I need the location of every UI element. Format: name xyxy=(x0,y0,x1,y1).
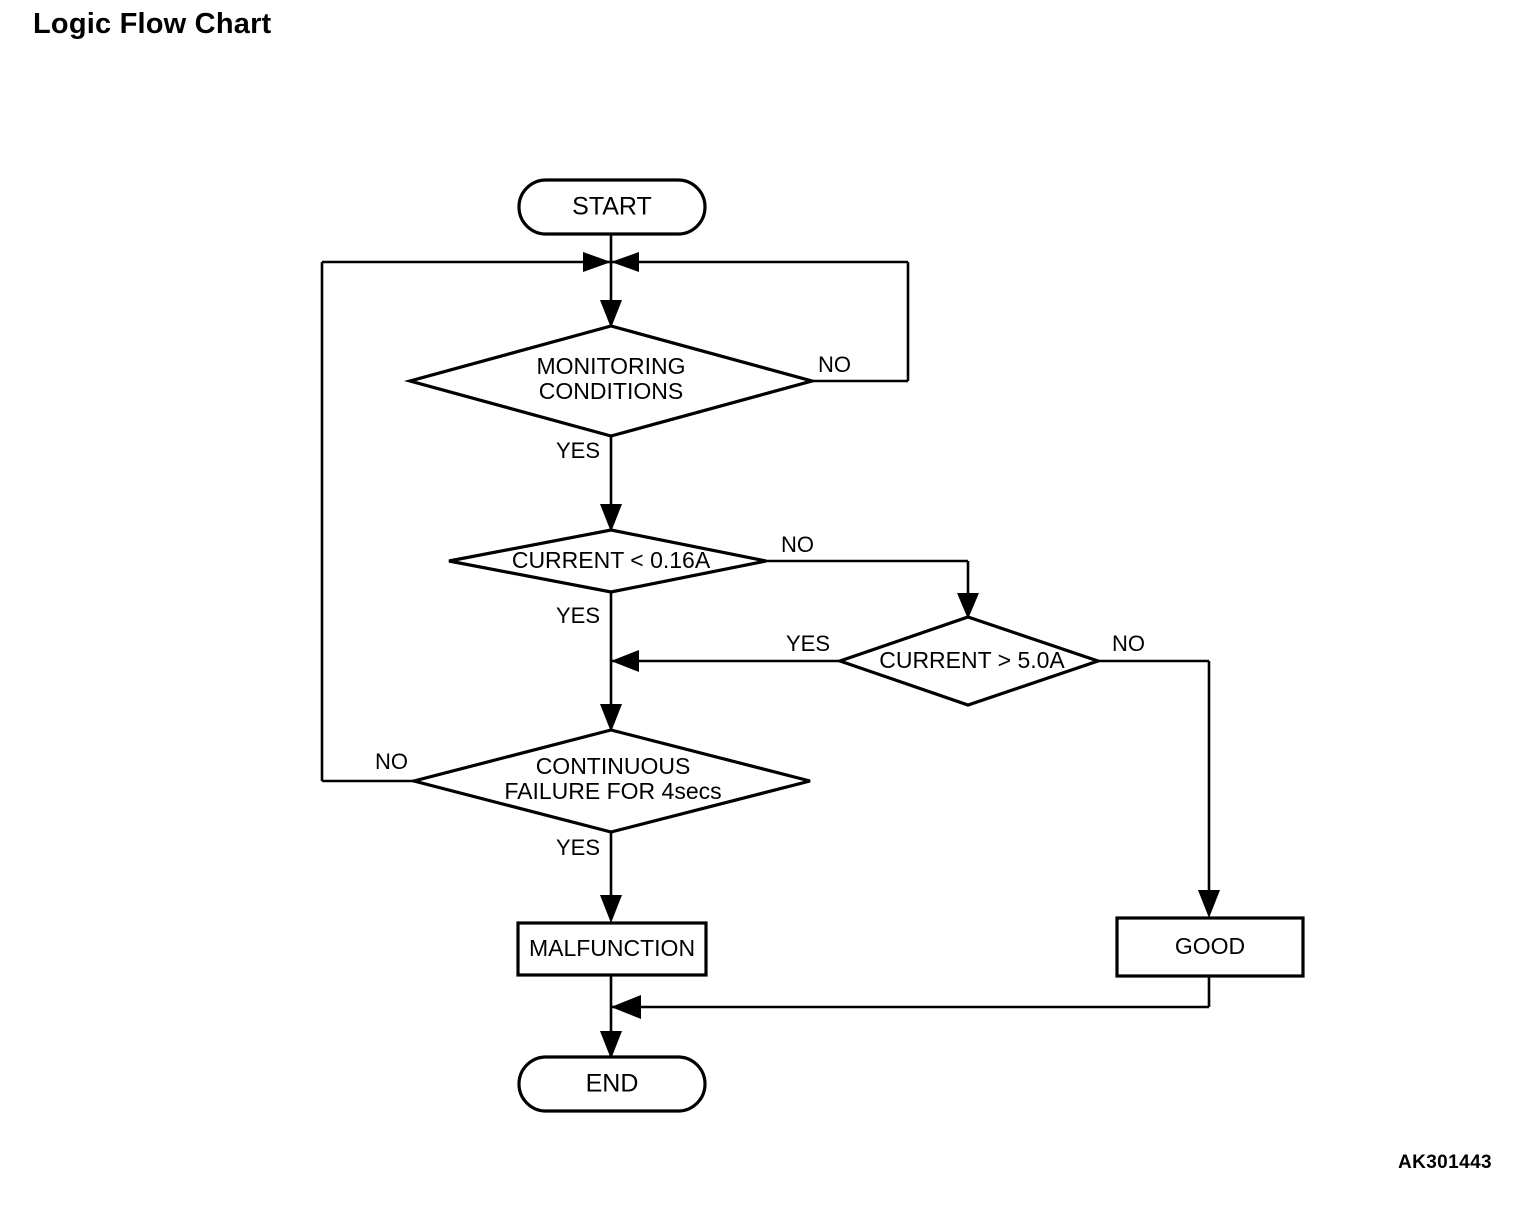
node-start: START xyxy=(517,178,707,236)
current-high-diamond-shape xyxy=(835,615,1103,707)
junction-left-arrowhead-icon xyxy=(583,252,611,272)
failure-in-arrowhead-icon xyxy=(600,704,622,732)
current-low-in-arrowhead-icon xyxy=(600,504,622,532)
failure-label-line2: FAILURE FOR 4secs xyxy=(504,778,721,804)
node-current-low: CURRENT < 0.16A xyxy=(448,528,767,594)
monitoring-in-arrowhead-icon xyxy=(600,300,622,328)
current-low-label: CURRENT < 0.16A xyxy=(512,547,711,573)
good-box-shape xyxy=(1115,916,1305,978)
label-monitoring-no: NO xyxy=(818,352,851,377)
page-title: Logic Flow Chart xyxy=(33,8,272,40)
malfunction-in-arrowhead-icon xyxy=(600,895,622,923)
end-shape xyxy=(517,1055,707,1113)
label-monitoring-yes: YES xyxy=(556,438,600,463)
label-current-low-yes: YES xyxy=(556,603,600,628)
node-continuous-failure: CONTINUOUS FAILURE FOR 4secs xyxy=(407,728,811,834)
node-end: END xyxy=(517,1055,707,1113)
failure-label-line1: CONTINUOUS xyxy=(536,753,691,779)
label-current-high-no: NO xyxy=(1112,631,1145,656)
monitoring-label-line1: MONITORING xyxy=(536,353,685,379)
start-label: START xyxy=(572,193,652,221)
label-failure-yes: YES xyxy=(556,835,600,860)
end-in-arrowhead-icon xyxy=(600,1031,622,1059)
reference-code: AK301443 xyxy=(1397,1152,1492,1173)
label-current-low-no: NO xyxy=(781,532,814,557)
node-monitoring-conditions: MONITORING CONDITIONS xyxy=(403,324,819,438)
current-high-in-arrowhead-icon xyxy=(957,593,979,619)
current-high-label: CURRENT > 5.0A xyxy=(879,647,1065,673)
good-in-arrowhead-icon xyxy=(1198,890,1220,918)
node-malfunction: MALFUNCTION xyxy=(516,921,708,977)
good-label: GOOD xyxy=(1175,933,1245,959)
good-return-arrowhead-icon xyxy=(611,995,641,1019)
node-good: GOOD xyxy=(1115,916,1305,978)
malfunction-label: MALFUNCTION xyxy=(529,935,695,961)
label-failure-no: NO xyxy=(375,749,408,774)
label-current-high-yes: YES xyxy=(786,631,830,656)
junction-right-arrowhead-icon xyxy=(611,252,639,272)
current-high-yes-arrowhead-icon xyxy=(611,650,639,672)
monitoring-label-line2: CONDITIONS xyxy=(539,378,683,404)
node-current-high: CURRENT > 5.0A xyxy=(835,615,1103,707)
end-label: END xyxy=(586,1070,639,1098)
